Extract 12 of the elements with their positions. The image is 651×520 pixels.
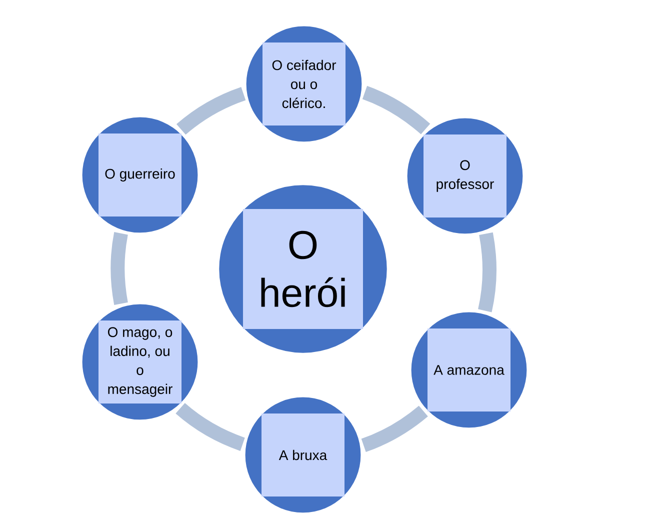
circle-node: O ceifador ou o clérico.	[244, 24, 364, 144]
ring-arc	[176, 402, 245, 451]
ring-arc	[176, 87, 246, 135]
ring-arc	[362, 86, 430, 134]
ring-arc	[110, 232, 128, 305]
ring-arc	[478, 232, 496, 312]
circle-node: A amazona	[409, 310, 529, 430]
ring-arc	[361, 406, 428, 452]
circle-node: A bruxa	[243, 395, 363, 515]
circle-node: O mago, o ladino, ou o mensageir	[80, 302, 200, 422]
circle-node: O professor	[405, 116, 525, 236]
circle-node: O guerreiro	[80, 115, 200, 235]
